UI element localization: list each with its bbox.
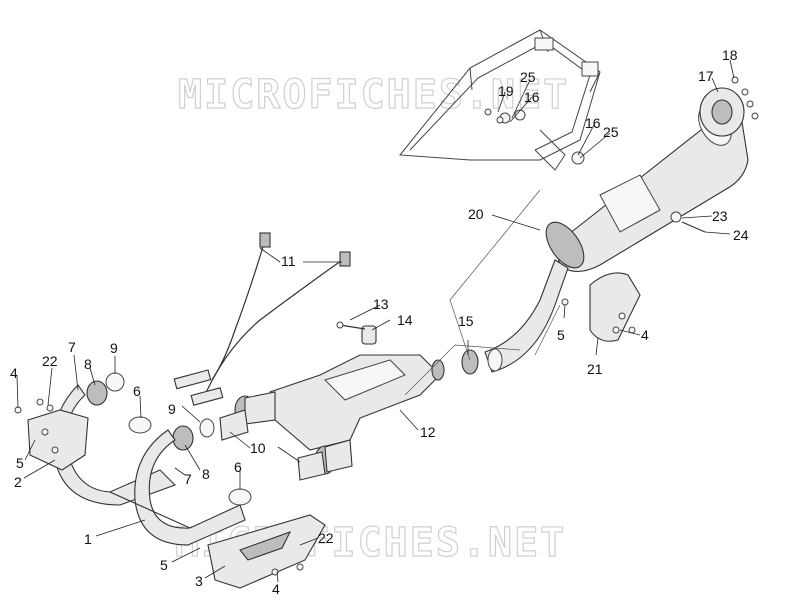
callout-13: 13 (373, 296, 389, 312)
spacer-and-bolt (336, 321, 377, 345)
callout-6-upper: 6 (133, 383, 141, 399)
callout-16-lower: 16 (585, 115, 601, 131)
callout-17: 17 (698, 68, 714, 84)
callout-4-bottom: 4 (272, 581, 280, 597)
callout-5-left: 5 (16, 455, 24, 471)
callout-22-left: 22 (42, 353, 58, 369)
callout-18: 18 (722, 47, 738, 63)
rear-frame (399, 29, 601, 171)
callout-16-upper: 16 (524, 89, 540, 105)
callout-7-upper: 7 (68, 339, 76, 355)
callout-22-bottom: 22 (318, 530, 334, 546)
link-pipe (461, 259, 569, 375)
end-cap (699, 76, 759, 137)
callout-9-lower: 9 (168, 401, 176, 417)
heat-shield-front (27, 409, 89, 471)
silencer (545, 104, 749, 273)
callout-24: 24 (733, 227, 749, 243)
callout-1: 1 (84, 531, 92, 547)
small-fasteners (14, 108, 706, 576)
callout-5-bottom: 5 (160, 557, 168, 573)
heat-shield-lower (207, 514, 326, 589)
callout-10: 10 (250, 440, 266, 456)
callout-11: 11 (281, 253, 296, 269)
gaskets-and-sleeves (105, 372, 326, 481)
heat-shield-rear (589, 272, 641, 342)
callout-7-lower: 7 (184, 471, 192, 487)
callout-6-lower: 6 (234, 459, 242, 475)
callout-20: 20 (468, 206, 484, 222)
callout-labels: 1 2 3 4 4 4 5 5 5 6 6 7 7 8 8 9 9 10 11 … (10, 47, 749, 597)
flanges (86, 380, 194, 451)
callout-2: 2 (14, 474, 22, 490)
callout-25-lower: 25 (603, 124, 619, 140)
leader-lines (16, 59, 735, 583)
catalytic-box (234, 354, 445, 475)
callout-8-upper: 8 (84, 356, 92, 372)
callout-23: 23 (712, 208, 728, 224)
lambda-sensors (173, 232, 351, 406)
callout-25-upper: 25 (520, 69, 536, 85)
callout-15: 15 (458, 313, 474, 329)
callout-8-lower: 8 (202, 466, 210, 482)
callout-4-left: 4 (10, 365, 18, 381)
watermark-top: MICROFICHES.NET (178, 72, 569, 118)
callout-9-upper: 9 (110, 340, 118, 356)
callout-12: 12 (420, 424, 436, 440)
callout-3: 3 (195, 573, 203, 589)
callout-14: 14 (397, 312, 413, 328)
header-pipes (53, 384, 246, 546)
callout-19: 19 (498, 83, 514, 99)
assembly-dashed-lines (404, 189, 561, 396)
callout-4-right: 4 (641, 327, 649, 343)
callout-5-right: 5 (557, 327, 565, 343)
callout-21: 21 (587, 361, 603, 377)
